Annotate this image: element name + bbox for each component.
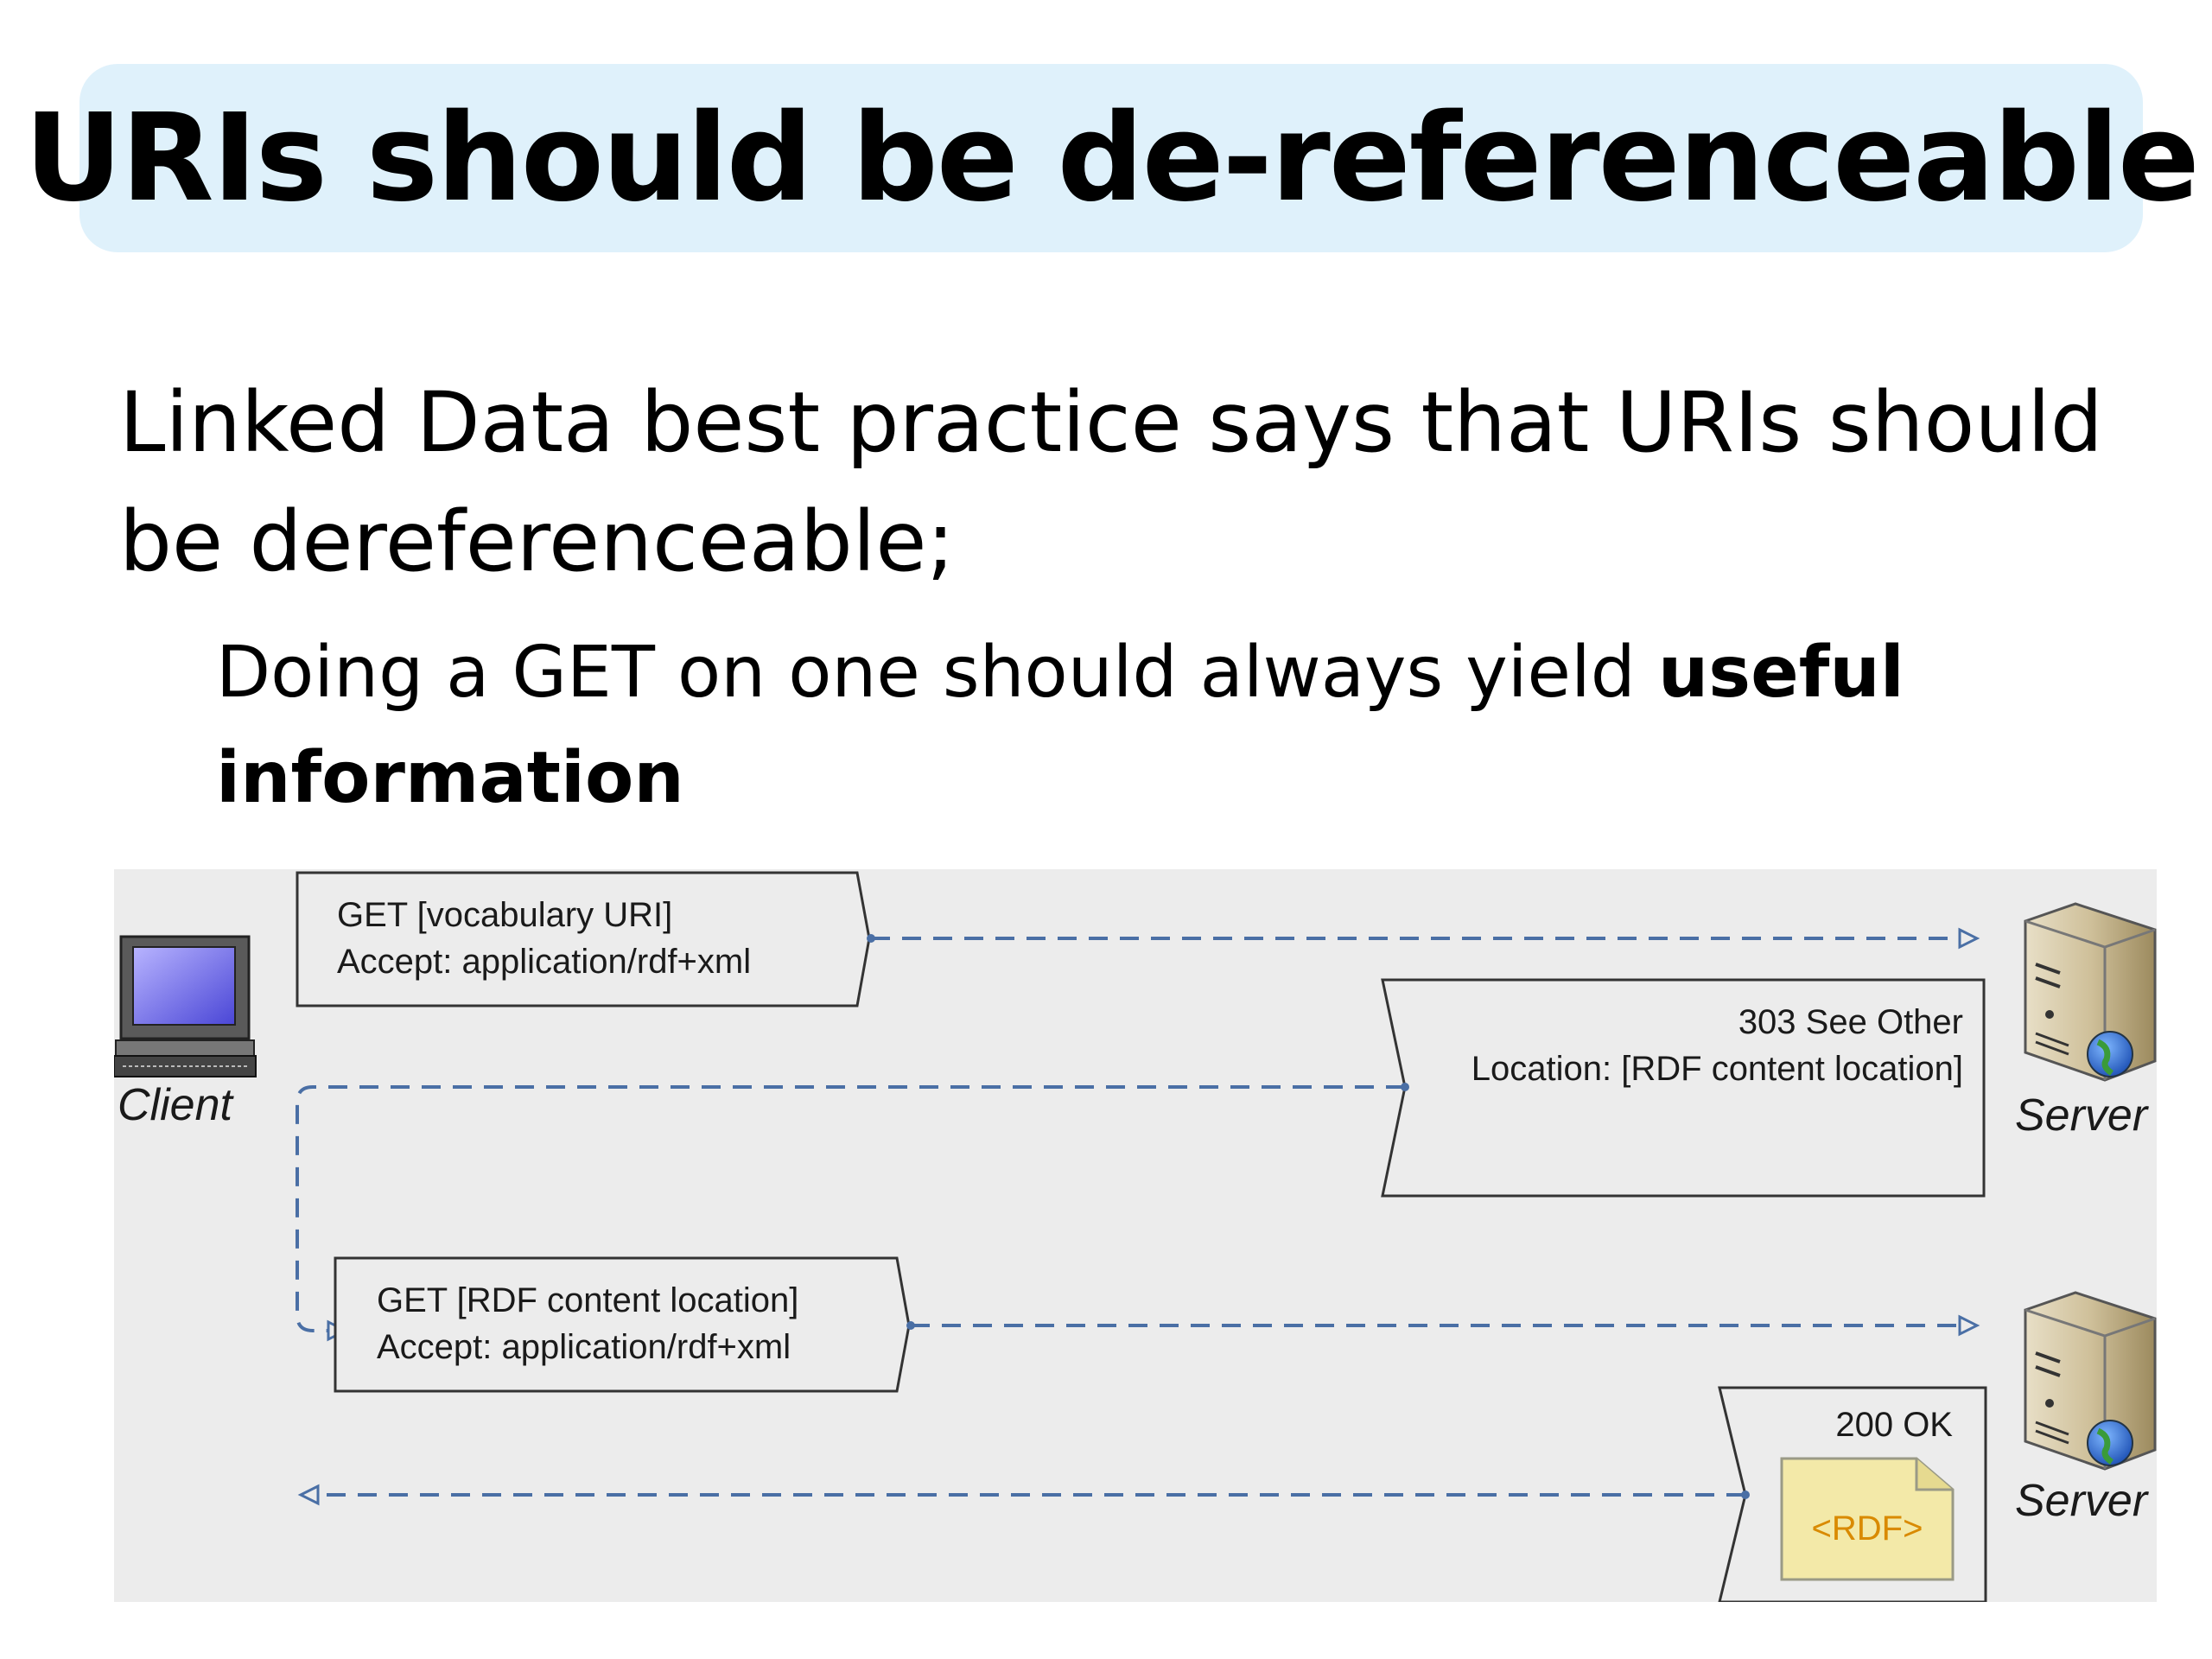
msg-200-ok: 200 OK <RDF> (1719, 1388, 1986, 1602)
msg4-line1: 200 OK (1835, 1406, 1953, 1444)
client-label: Client (118, 1080, 234, 1130)
server-label-2: Server (2015, 1476, 2150, 1526)
rdf-document-icon: <RDF> (1782, 1459, 1953, 1580)
msg3-line2: Accept: application/rdf+xml (377, 1328, 791, 1366)
msg1-line1: GET [vocabulary URI] (337, 896, 672, 934)
server-icon-2 (2025, 1293, 2155, 1469)
msg2-line2: Location: [RDF content location] (1471, 1050, 1963, 1088)
http-303-diagram: Client Server Server (114, 869, 2157, 1602)
server-icon-1 (2025, 904, 2155, 1080)
msg-get-vocabulary: GET [vocabulary URI] Accept: application… (297, 873, 869, 1006)
slide-title: URIs should be de-referenceable (24, 88, 2198, 229)
rdf-doc-label: <RDF> (1812, 1510, 1923, 1548)
msg-303-see-other: 303 See Other Location: [RDF content loc… (1382, 980, 1984, 1196)
msg2-line1: 303 See Other (1738, 1003, 1963, 1041)
sub-paragraph: Doing a GET on one should always yield u… (216, 620, 2117, 831)
msg3-line1: GET [RDF content location] (377, 1281, 798, 1319)
server-label-1: Server (2015, 1090, 2150, 1141)
client-computer-icon (114, 937, 256, 1077)
sub-paragraph-text: Doing a GET on one should always yield (216, 632, 1658, 714)
title-banner: URIs should be de-referenceable (79, 64, 2143, 252)
msg-get-rdf-location: GET [RDF content location] Accept: appli… (335, 1258, 909, 1391)
main-paragraph: Linked Data best practice says that URIs… (119, 363, 2158, 601)
msg1-line2: Accept: application/rdf+xml (337, 943, 751, 981)
